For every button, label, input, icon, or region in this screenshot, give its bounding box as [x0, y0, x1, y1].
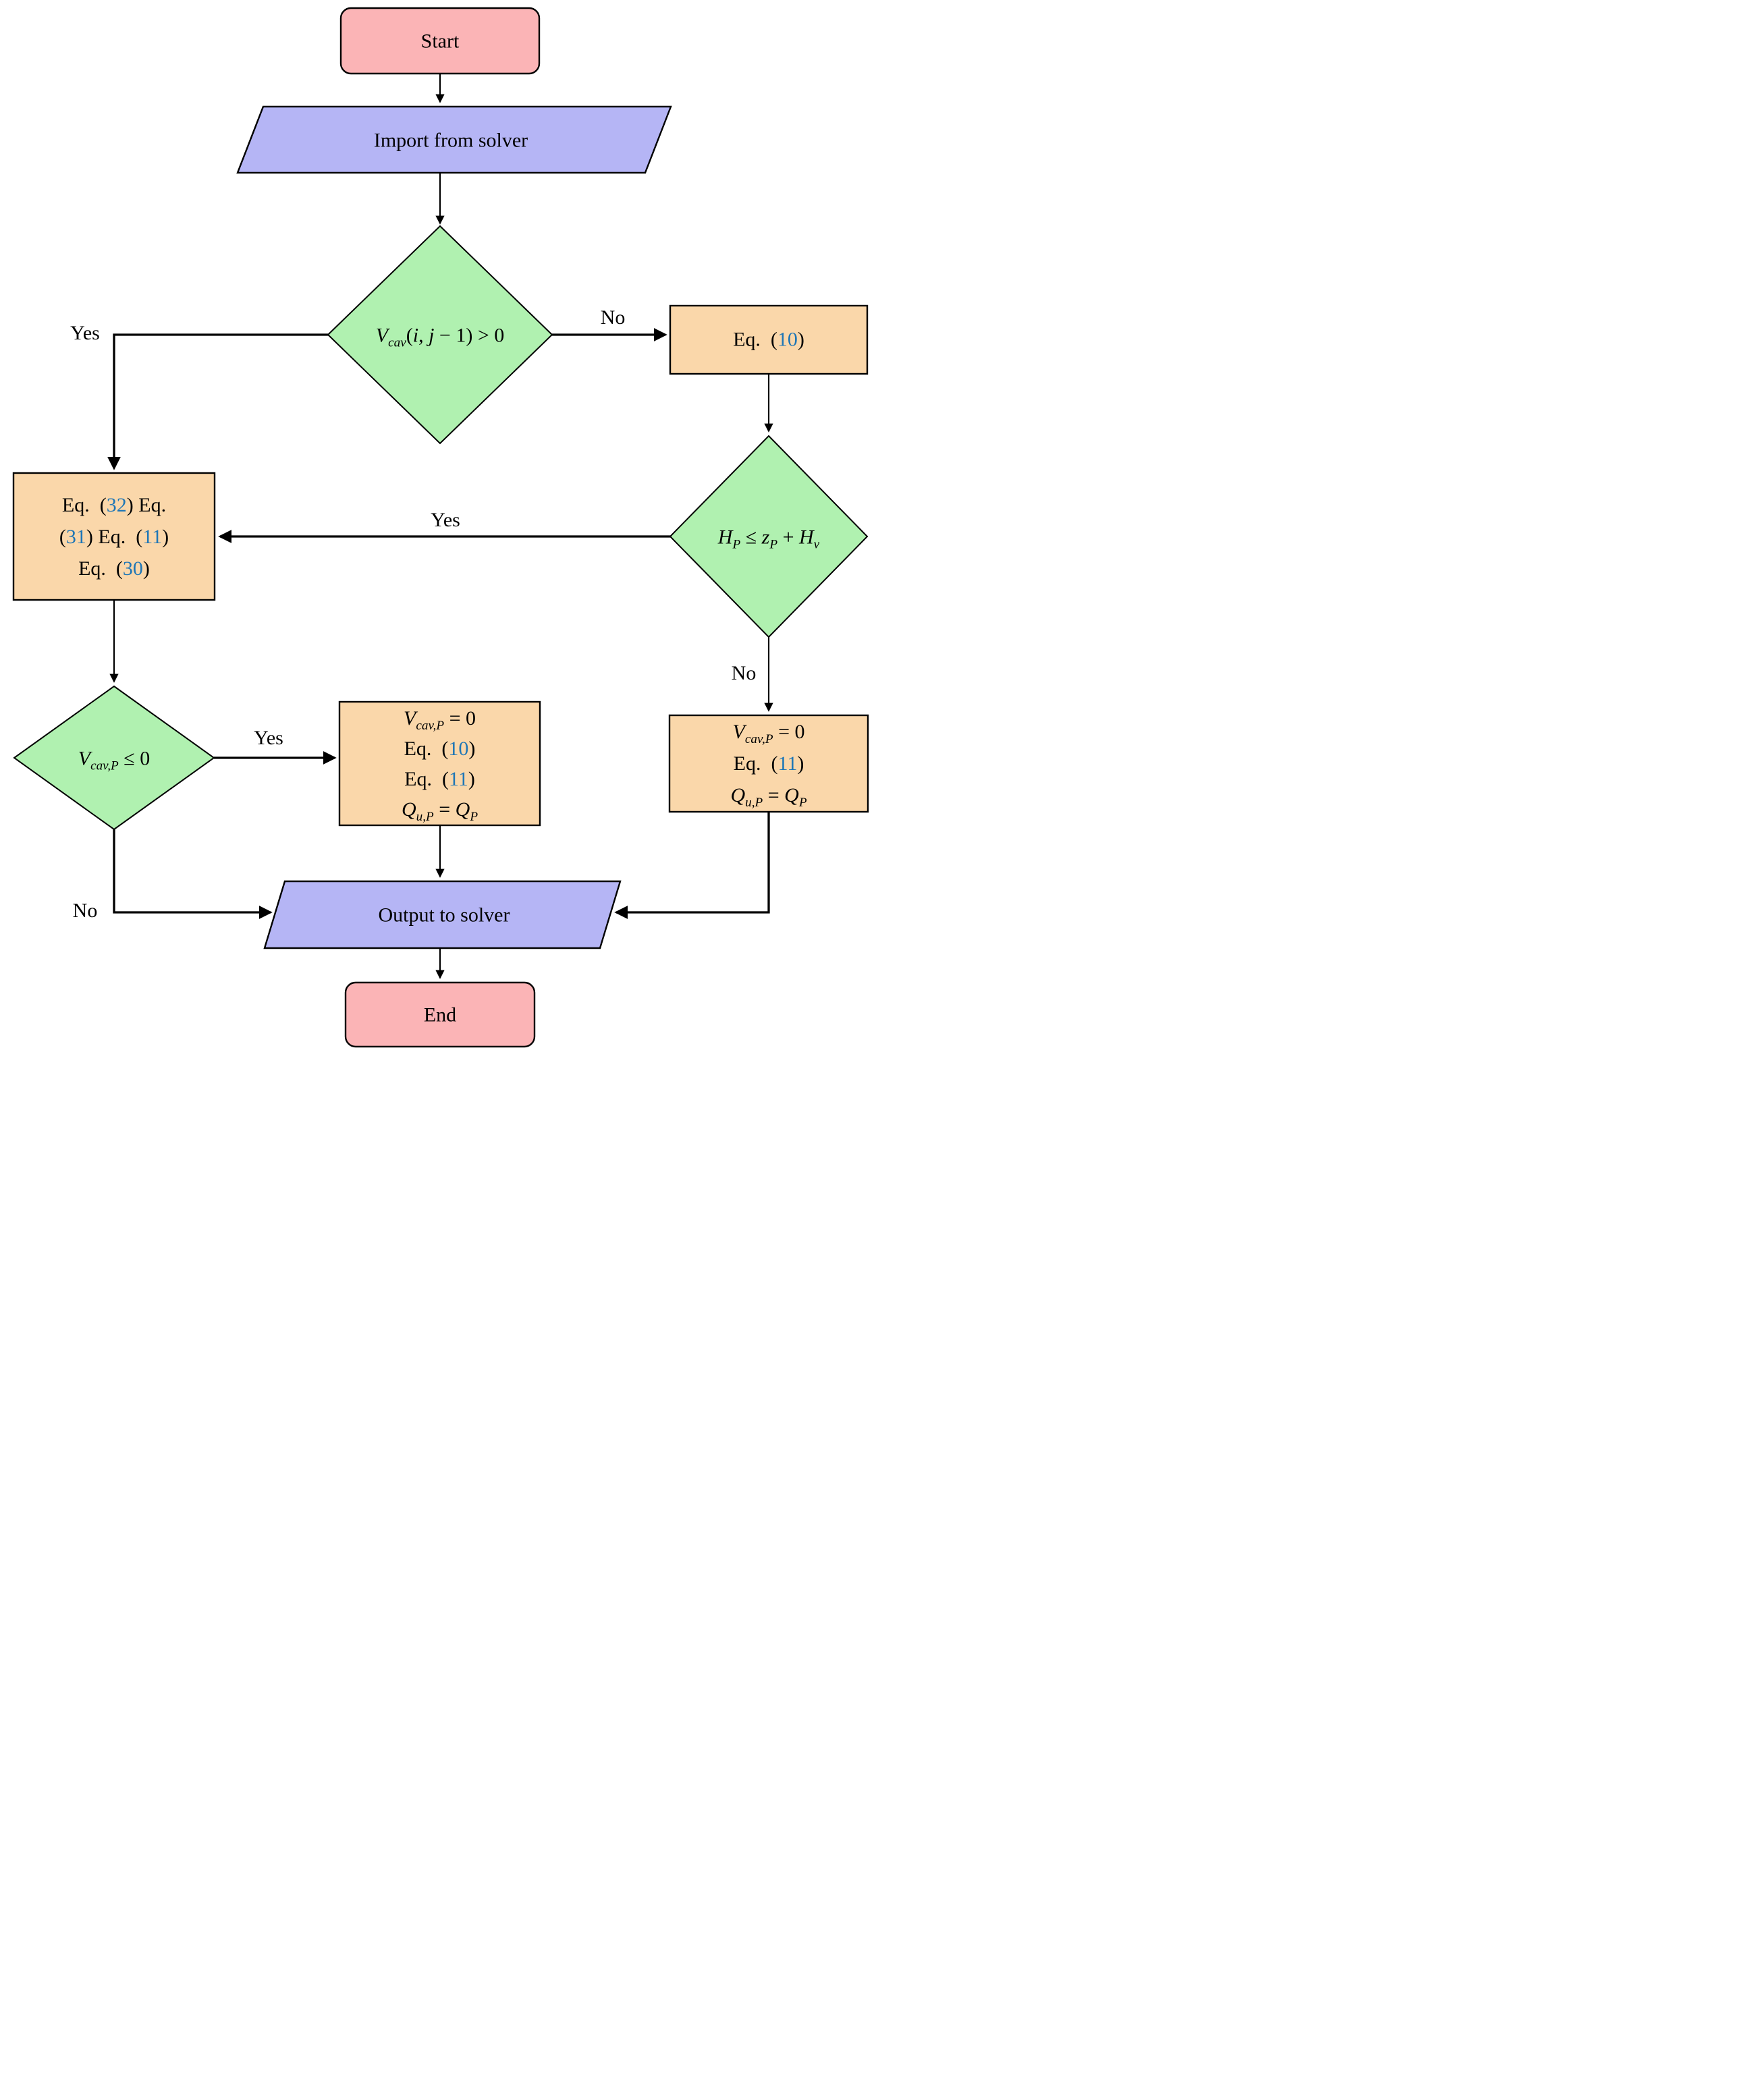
end-node-label: End — [423, 1003, 457, 1026]
assign-center-line-2: Eq. (10) — [404, 737, 476, 760]
assign-right-node-shape — [668, 714, 869, 813]
import-node-shape — [236, 105, 672, 174]
eq-group-node-shape — [12, 472, 216, 601]
flowchart-figure: Start Import from solver Vcav(i, j − 1) … — [0, 0, 875, 1050]
decision3-node-label: Vcav,P ≤ 0 — [78, 747, 151, 773]
start-node-shape — [339, 7, 541, 75]
eq-group-line-1: Eq. (32) Eq. — [61, 493, 167, 516]
edge-label-yes-decision2: Yes — [431, 509, 460, 531]
assign-center-node-shape — [338, 700, 541, 827]
edge-label-yes-decision1: Yes — [70, 322, 100, 344]
start-node-label: Start — [420, 30, 460, 53]
eq-group-line-3: Eq. (30) — [78, 557, 150, 580]
decision3-node-shape — [13, 685, 215, 831]
assign-right-line-2: Eq. (11) — [733, 752, 804, 775]
eq-group-node-text: Eq. (32) Eq. (31) Eq. (11) Eq. (30) — [13, 473, 215, 600]
edge-label-no-decision1: No — [600, 306, 626, 329]
decision2-node-label: HP ≤ zP + Hv — [717, 526, 820, 552]
flowchart-shapes-and-edges — [12, 7, 869, 1048]
decision1-node-shape — [327, 225, 553, 445]
edge-right-to-output-elbow — [614, 812, 770, 919]
assign-right-line-1: Vcav,P = 0 — [732, 721, 805, 746]
output-node-shape — [263, 880, 622, 949]
eq10-node-label: Eq. (10) — [733, 328, 804, 351]
edges — [107, 74, 773, 979]
edge-label-no-decision3: No — [72, 900, 98, 922]
import-node-label: Import from solver — [373, 129, 528, 152]
end-node-shape — [344, 981, 536, 1048]
assign-center-line-4: Qu,P = QP — [401, 798, 478, 824]
assign-center-line-3: Eq. (11) — [404, 767, 475, 790]
assign-center-node-text: Vcav,P = 0 Eq. (10) Eq. (11) Qu,P = QP — [339, 702, 540, 825]
assign-center-line-1: Vcav,P = 0 — [404, 707, 476, 733]
output-node-label: Output to solver — [378, 904, 510, 927]
edge-decision1-yes-elbow — [107, 333, 328, 470]
edge-decision3-no-elbow — [113, 829, 273, 919]
decision2-node-shape — [669, 435, 869, 638]
assign-right-line-3: Qu,P = QP — [730, 784, 807, 810]
edge-label-no-decision2: No — [731, 662, 757, 684]
eq10-node-shape — [669, 304, 869, 375]
edge-label-yes-decision3: Yes — [254, 727, 283, 749]
decision1-node-label: Vcav(i, j − 1) > 0 — [375, 324, 505, 350]
assign-right-node-text: Vcav,P = 0 Eq. (11) Qu,P = QP — [669, 715, 868, 812]
eq-group-line-2: (31) Eq. (11) — [59, 525, 169, 548]
node-shapes — [12, 7, 869, 1048]
